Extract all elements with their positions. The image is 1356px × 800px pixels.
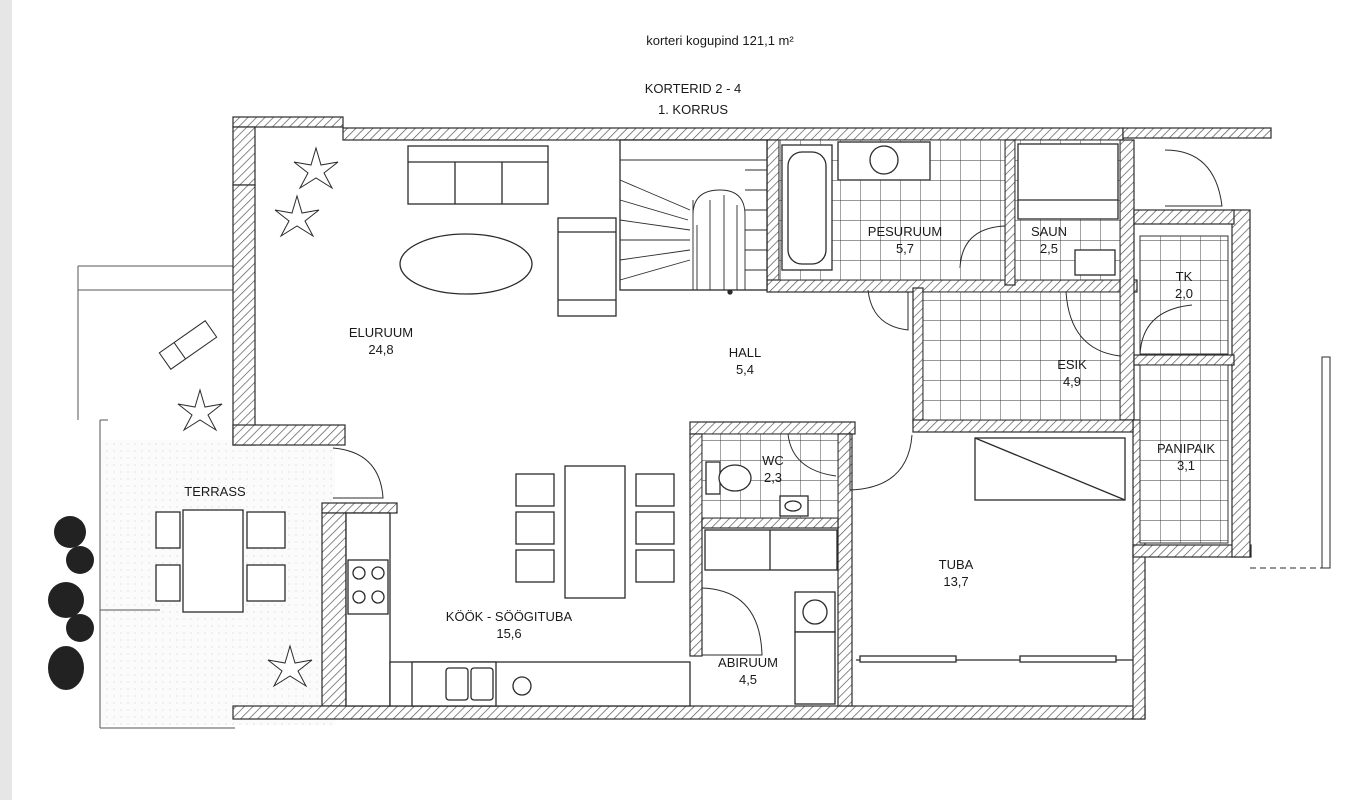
door-swings xyxy=(332,149,1331,656)
room-area: 4,9 xyxy=(1062,374,1082,389)
room-name: ESIK xyxy=(1057,357,1087,372)
fixtures xyxy=(155,139,1133,707)
room-name: TERRASS xyxy=(184,484,246,499)
room-area: 24,8 xyxy=(368,342,394,357)
room-panipaik: PANIPAIK 3,1 xyxy=(1157,440,1215,474)
room-name: PESURUUM xyxy=(867,224,943,239)
room-esik: ESIK 4,9 xyxy=(1057,356,1087,390)
total-area-label: korteri kogupind 121,1 m² xyxy=(646,33,794,48)
room-pesuruum: PESURUUM 5,7 xyxy=(868,223,942,257)
room-area: 13,7 xyxy=(943,574,969,589)
room-area: 2,5 xyxy=(1039,241,1059,256)
room-area: 4,5 xyxy=(738,672,758,687)
room-name: ELURUUM xyxy=(348,325,414,340)
room-area: 2,3 xyxy=(763,470,783,485)
left-margin-band xyxy=(0,0,12,800)
room-name: TK xyxy=(1175,269,1193,284)
room-name: WC xyxy=(762,453,784,468)
plants xyxy=(48,146,339,690)
room-area: 3,1 xyxy=(1176,458,1196,473)
room-saun: SAUN 2,5 xyxy=(1031,223,1067,257)
room-hall: HALL 5,4 xyxy=(729,344,762,378)
room-area: 2,0 xyxy=(1174,286,1194,301)
room-kook: KÖÖK - SÖÖGITUBA 15,6 xyxy=(446,608,572,642)
room-name: SAUN xyxy=(1030,224,1068,239)
room-terrass: TERRASS xyxy=(184,483,245,500)
room-name: ABIRUUM xyxy=(718,655,778,670)
room-eluruum: ELURUUM 24,8 xyxy=(349,324,413,358)
room-wc: WC 2,3 xyxy=(762,452,784,486)
room-name: HALL xyxy=(728,345,762,360)
unit-title: KORTERID 2 - 4 xyxy=(644,81,742,96)
room-tk: TK 2,0 xyxy=(1175,268,1193,302)
room-name: TUBA xyxy=(938,557,974,572)
room-abiruum: ABIRUUM 4,5 xyxy=(718,654,778,688)
room-name: PANIPAIK xyxy=(1156,441,1216,456)
room-name: KÖÖK - SÖÖGITUBA xyxy=(445,609,573,624)
room-area: 5,7 xyxy=(895,241,915,256)
room-tuba: TUBA 13,7 xyxy=(939,556,974,590)
floor-label: 1. KORRUS xyxy=(657,102,729,117)
room-area: 15,6 xyxy=(496,626,522,641)
room-area: 5,4 xyxy=(735,362,755,377)
